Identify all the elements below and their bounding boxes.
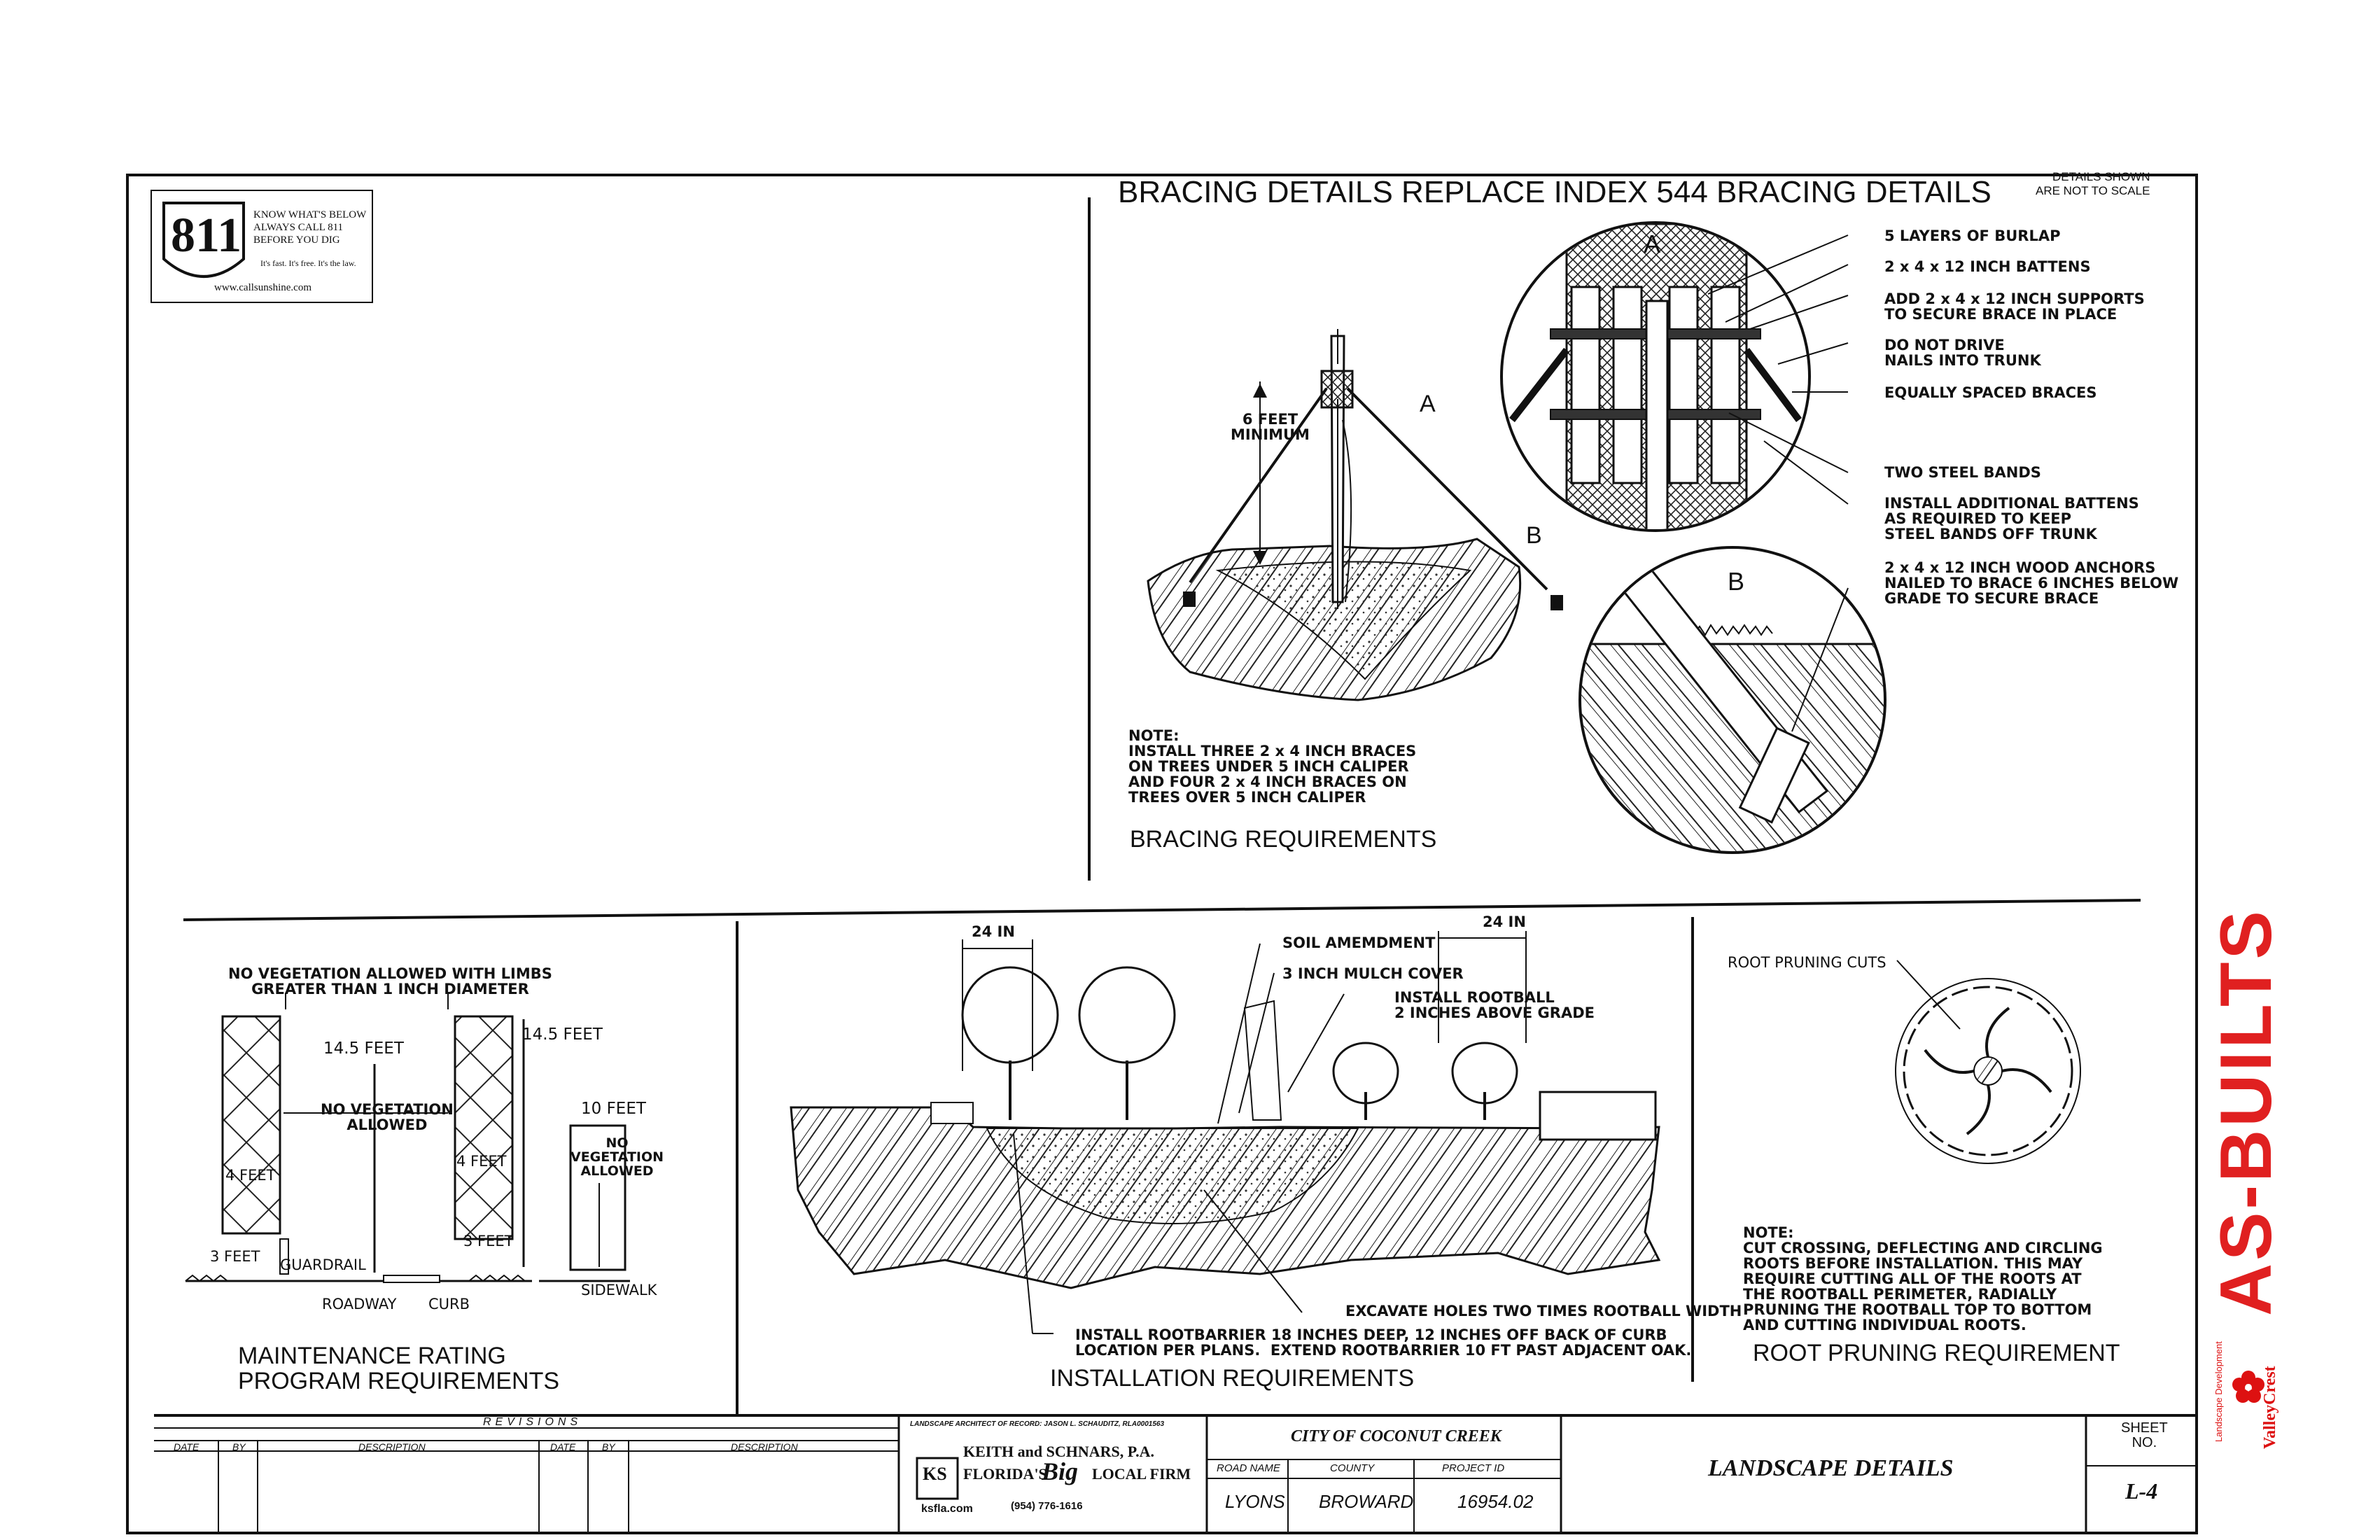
call-811-line2: ALWAYS CALL 811 xyxy=(253,222,344,233)
height-label-left: 14.5 FEET xyxy=(323,1040,404,1058)
three-feet-left: 3 FEET xyxy=(210,1248,260,1265)
sheet-title: LANDSCAPE DETAILS xyxy=(1708,1455,1954,1481)
no-veg-limbs-label: NO VEGETATION ALLOWED WITH LIMBS GREATER… xyxy=(228,965,552,998)
road-name-header: ROAD NAME xyxy=(1217,1462,1280,1474)
label-supports: ADD 2 x 4 x 12 INCH SUPPORTS TO SECURE B… xyxy=(1884,290,2145,323)
drawing-sheet-border xyxy=(126,174,2198,1534)
valleycrest-logo: ValleyCrest xyxy=(2261,1366,2279,1449)
firm-name: KEITH and SCHNARS, P.A. xyxy=(963,1443,1155,1460)
county-value: BROWARD xyxy=(1319,1491,1414,1512)
architect-line: LANDSCAPE ARCHITECT OF RECORD: JASON L. … xyxy=(910,1420,1165,1428)
excavate-label: EXCAVATE HOLES TWO TIMES ROOTBALL WIDTH xyxy=(1345,1303,1742,1320)
roadway-label: ROADWAY xyxy=(322,1296,397,1312)
min-height-label: 6 FEET MINIMUM xyxy=(1231,411,1310,444)
call-811-url[interactable]: www.callsunshine.com xyxy=(214,282,312,293)
detail-a-callout: A xyxy=(1644,230,1661,258)
rootball-label: INSTALL ROOTBALL 2 INCHES ABOVE GRADE xyxy=(1394,989,1595,1022)
rev-col-date-1: DATE xyxy=(174,1441,200,1452)
road-name-value: LYONS xyxy=(1225,1491,1285,1512)
ten-feet-label: 10 FEET xyxy=(581,1100,646,1118)
callout-a: A xyxy=(1420,391,1436,417)
label-no-nails: DO NOT DRIVE NAILS INTO TRUNK xyxy=(1884,337,2041,370)
call-811-logo: 811 xyxy=(171,209,242,262)
rev-col-by-1: BY xyxy=(232,1441,246,1452)
rev-col-desc-2: DESCRIPTION xyxy=(731,1441,798,1452)
no-veg-center: NO VEGETATION ALLOWED xyxy=(321,1101,454,1134)
revisions-label: REVISIONS xyxy=(483,1416,582,1428)
firm-web[interactable]: ksfla.com xyxy=(921,1503,973,1515)
sheet-number: L-4 xyxy=(2125,1478,2158,1504)
three-feet-right: 3 FEET xyxy=(463,1233,514,1250)
sidewalk-label: SIDEWALK xyxy=(581,1282,657,1298)
bracing-note: NOTE: INSTALL THREE 2 x 4 INCH BRACES ON… xyxy=(1128,727,1417,806)
label-spaced-braces: EQUALLY SPACED BRACES xyxy=(1884,384,2097,401)
firm-tag-big: Big xyxy=(1042,1457,1079,1485)
installation-title: INSTALLATION REQUIREMENTS xyxy=(1050,1365,1415,1392)
city-name: CITY OF COCONUT CREEK xyxy=(1291,1427,1502,1446)
valleycrest-subtitle: Landscape Development xyxy=(2213,1341,2224,1442)
rootbarrier-label: INSTALL ROOTBARRIER 18 INCHES DEEP, 12 I… xyxy=(1075,1326,1692,1359)
dim-24in-right: 24 IN xyxy=(1483,913,1526,930)
label-wood-anchors: 2 x 4 x 12 INCH WOOD ANCHORS NAILED TO B… xyxy=(1884,559,2179,608)
soil-amendment-label: SOIL AMEMDMENT xyxy=(1282,934,1436,951)
rev-col-date-2: DATE xyxy=(550,1441,576,1452)
scale-note-1: DETAILS SHOWN xyxy=(2052,170,2150,183)
four-feet-right: 4 FEET xyxy=(456,1153,507,1170)
rev-col-desc-1: DESCRIPTION xyxy=(358,1441,426,1452)
rev-col-by-2: BY xyxy=(602,1441,615,1452)
maintenance-title: MAINTENANCE RATING PROGRAM REQUIREMENTS xyxy=(238,1343,560,1394)
project-id-value: 16954.02 xyxy=(1457,1491,1534,1512)
call-811-line3: BEFORE YOU DIG xyxy=(253,234,340,246)
bracing-title: BRACING DETAILS REPLACE INDEX 544 BRACIN… xyxy=(1118,175,1991,209)
callout-b: B xyxy=(1526,522,1542,549)
label-additional-battens: INSTALL ADDITIONAL BATTENS AS REQUIRED T… xyxy=(1884,495,2139,543)
bracing-requirements-title: BRACING REQUIREMENTS xyxy=(1130,826,1437,853)
firm-phone: (954) 776-1616 xyxy=(1011,1500,1083,1512)
no-veg-sidewalk: NO VEGETATION ALLOWED xyxy=(570,1135,664,1179)
scale-note-2: ARE NOT TO SCALE xyxy=(2036,184,2150,197)
detail-b-callout: B xyxy=(1728,567,1745,596)
root-pruning-title: ROOT PRUNING REQUIREMENT xyxy=(1753,1340,2120,1366)
root-pruning-cuts-label: ROOT PRUNING CUTS xyxy=(1728,954,1886,971)
mulch-label: 3 INCH MULCH COVER xyxy=(1282,965,1464,982)
sheet-no-header: SHEET NO. xyxy=(2121,1420,2168,1450)
dim-24in-left: 24 IN xyxy=(972,923,1015,940)
firm-tag-local: LOCAL FIRM xyxy=(1092,1465,1191,1483)
firm-logo: KS xyxy=(923,1464,947,1484)
call-811-slogan: It's fast. It's free. It's the law. xyxy=(260,258,356,268)
label-steel-bands: TWO STEEL BANDS xyxy=(1884,464,2041,481)
firm-tag-floridas: FLORIDA'S xyxy=(963,1465,1047,1483)
label-burlap: 5 LAYERS OF BURLAP xyxy=(1884,227,2061,244)
county-header: COUNTY xyxy=(1330,1462,1375,1474)
height-label-right: 14.5 FEET xyxy=(522,1026,603,1044)
curb-label: CURB xyxy=(428,1296,470,1312)
call-811-line1: KNOW WHAT'S BELOW xyxy=(253,209,367,220)
project-id-header: PROJECT ID xyxy=(1442,1462,1505,1474)
guardrail-label: GUARDRAIL xyxy=(280,1256,366,1273)
four-feet-left: 4 FEET xyxy=(225,1167,276,1184)
label-battens: 2 x 4 x 12 INCH BATTENS xyxy=(1884,258,2091,275)
as-builts-stamp: AS-BUILTS xyxy=(2206,908,2287,1316)
root-pruning-note: NOTE: CUT CROSSING, DEFLECTING AND CIRCL… xyxy=(1743,1224,2103,1334)
